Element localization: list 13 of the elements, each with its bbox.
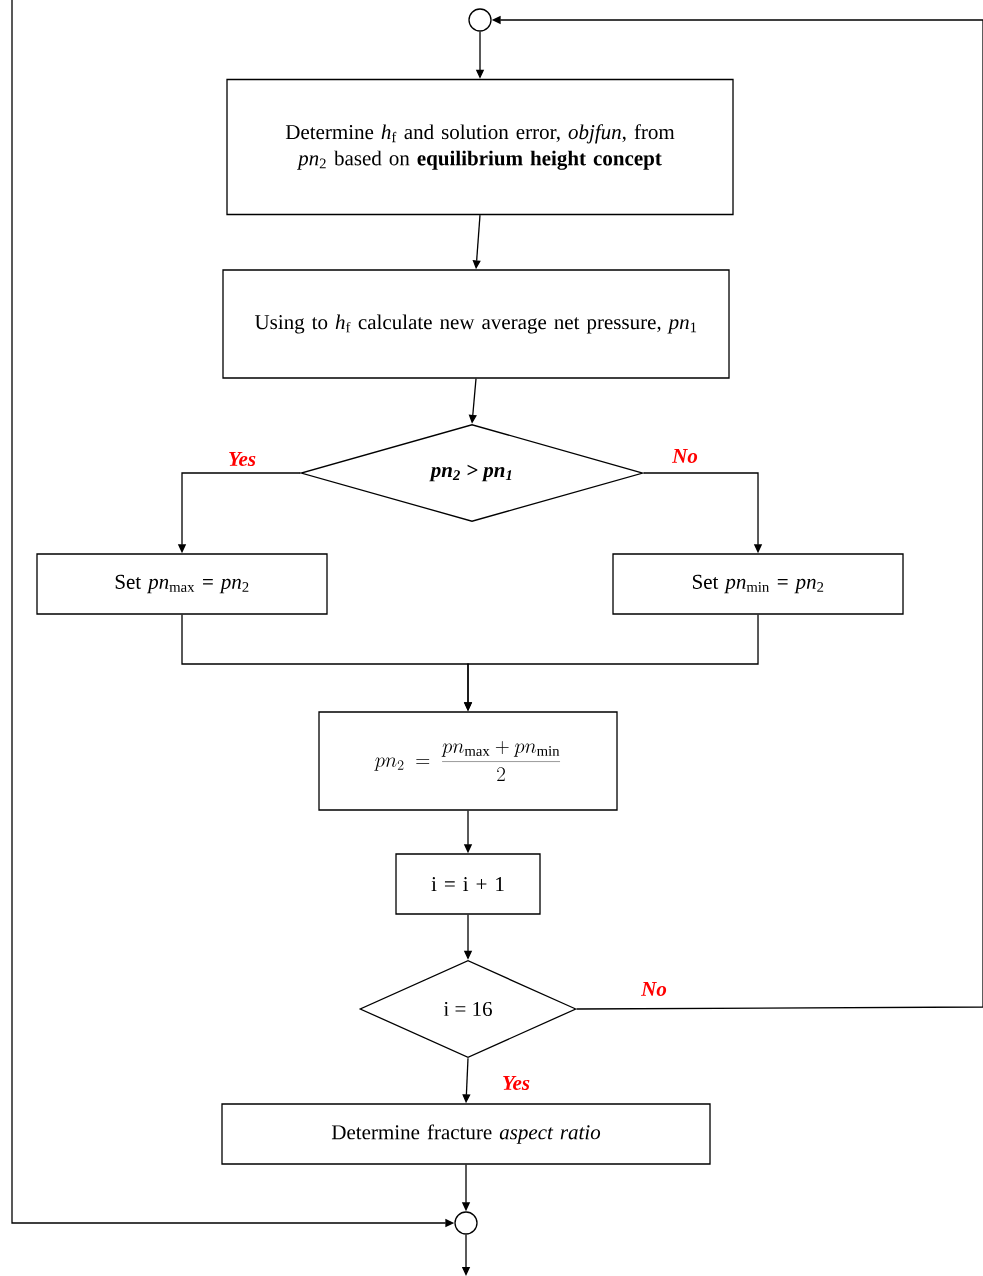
connector-circle — [454, 1211, 478, 1235]
process-box: Determine h$_{f}$ and solution error, objfun, from pn$_{2}$ based on equilibrium height concept — [226, 78, 734, 216]
connector-circle — [468, 8, 492, 32]
edge-label: Yes — [503, 1076, 530, 1090]
process-box: Determine fracture aspect ratio — [221, 1103, 711, 1165]
edge-label: No — [641, 982, 667, 996]
process-box: Using to h$_{f}$ calculate new average net pressure, pn$_{1}$ — [222, 269, 730, 379]
process-box: Set pn$_{max}$ = pn$_{2}$ — [36, 553, 328, 615]
process-box: i = i + 1 — [395, 853, 541, 915]
edge-label: Yes — [229, 452, 256, 466]
formula-box: $pn_2 = \frac{pn_{\mathrm{max}} + pn_{\mathrm{min}}}{2}$ — [318, 711, 618, 811]
edge-label: No — [672, 449, 698, 463]
process-box: Set pn$_{min}$ = pn$_{2}$ — [612, 553, 904, 615]
